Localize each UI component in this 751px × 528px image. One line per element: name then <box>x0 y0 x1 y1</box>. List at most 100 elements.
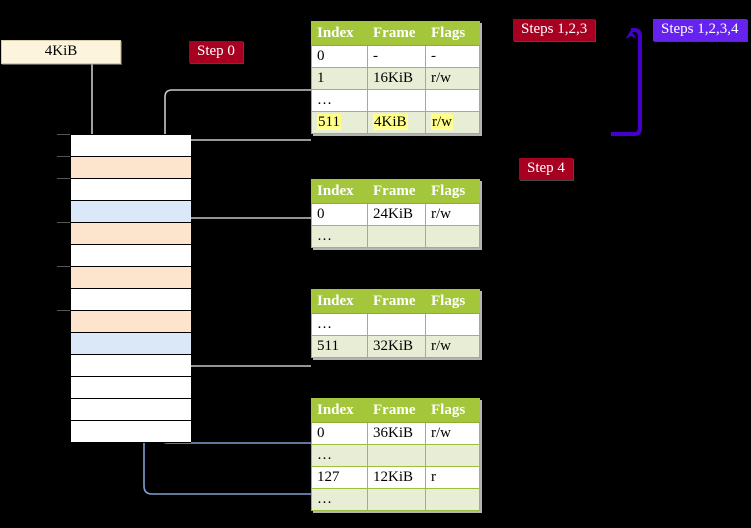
table-cell-index: … <box>311 225 368 248</box>
table-cell-frame <box>367 488 426 511</box>
table-row: … <box>311 89 480 112</box>
physical-memory-column <box>70 134 191 443</box>
column-header-frame: Frame <box>367 179 426 204</box>
table-cell-flags <box>425 225 480 248</box>
badge-steps-1234: Steps 1,2,3,4 <box>653 19 747 41</box>
badge-steps-123-label: Steps 1,2,3 <box>521 21 588 37</box>
table-cell-flags <box>425 488 480 511</box>
memory-frame-row <box>71 245 191 267</box>
table-cell-index: … <box>311 488 368 511</box>
memory-scale-tick <box>57 310 70 311</box>
memory-frame-row <box>71 311 191 333</box>
table-cell-frame: 16KiB <box>367 67 426 90</box>
memory-frame-row <box>71 289 191 311</box>
column-header-index: Index <box>311 289 368 314</box>
table-cell-frame: 32KiB <box>367 335 426 358</box>
memory-scale-tick <box>57 156 70 157</box>
table-cell-index: 0 <box>311 45 368 68</box>
table-row: … <box>311 313 480 336</box>
table-cell-flags: - <box>425 45 480 68</box>
badge-step4: Step 4 <box>519 158 573 180</box>
table-row: … <box>311 225 480 248</box>
table-cell-frame: 12KiB <box>367 466 426 489</box>
table-cell-flags: r/w <box>425 203 480 226</box>
table-row: 0-- <box>311 45 480 68</box>
badge-steps-123: Steps 1,2,3 <box>513 19 596 41</box>
table-cell-index: … <box>311 313 368 336</box>
arrow-steps-bracket <box>611 28 642 136</box>
size-box-label: 4KiB <box>44 43 78 59</box>
badge-step0: Step 0 <box>189 41 243 63</box>
table-row: … <box>311 488 480 511</box>
memory-frame-row <box>71 333 191 355</box>
table-cell-index: 0 <box>311 422 368 445</box>
table-cell-frame: 24KiB <box>367 203 426 226</box>
table-cell-frame <box>367 313 426 336</box>
table-cell-index: … <box>311 444 368 467</box>
column-header-frame: Frame <box>367 21 426 46</box>
column-header-flags: Flags <box>425 179 480 204</box>
table-cell-index: 0 <box>311 203 368 226</box>
table-cell-flags: r/w <box>425 111 480 134</box>
table-cell-flags <box>425 313 480 336</box>
column-header-index: Index <box>311 179 368 204</box>
table-cell-index: 1 <box>311 67 368 90</box>
table-cell-frame <box>367 89 426 112</box>
memory-frame-row <box>71 223 191 245</box>
memory-scale-tick <box>57 134 70 135</box>
table-cell-flags <box>425 89 480 112</box>
badge-step0-label: Step 0 <box>197 43 235 59</box>
memory-scale-tick <box>57 178 70 179</box>
highlighted-value: 4KiB <box>373 114 408 130</box>
size-box-4kib: 4KiB <box>1 40 121 64</box>
table-cell-frame: 36KiB <box>367 422 426 445</box>
table-cell-flags: r/w <box>425 335 480 358</box>
column-header-index: Index <box>311 21 368 46</box>
table-cell-frame <box>367 225 426 248</box>
memory-frame-row <box>71 421 191 443</box>
wire-pd-to-memory <box>172 311 311 367</box>
column-header-flags: Flags <box>425 289 480 314</box>
table-row: 511 4KiB r/w <box>311 111 480 134</box>
badge-step4-label: Step 4 <box>527 160 565 176</box>
memory-scale-tick <box>57 266 70 267</box>
memory-frame-row <box>71 267 191 289</box>
column-header-flags: Flags <box>425 21 480 46</box>
memory-frame-row <box>71 201 191 223</box>
memory-frame-row <box>71 355 191 377</box>
table-row: … <box>311 444 480 467</box>
column-header-frame: Frame <box>367 398 426 423</box>
badge-steps-1234-label: Steps 1,2,3,4 <box>661 21 739 37</box>
table-cell-index: … <box>311 89 368 112</box>
wire-pdpt-to-memory <box>179 217 311 267</box>
table-cell-frame: - <box>367 45 426 68</box>
table-cell-flags: r/w <box>425 422 480 445</box>
memory-scale-tick <box>57 222 70 223</box>
table-cell-index: 511 <box>311 335 368 358</box>
memory-frame-row <box>71 157 191 179</box>
column-header-index: Index <box>311 398 368 423</box>
table-cell-index: 511 <box>311 111 368 134</box>
table-cell-frame: 4KiB <box>367 111 426 134</box>
table-cell-flags: r/w <box>425 67 480 90</box>
table-cell-flags <box>425 444 480 467</box>
highlighted-value: 511 <box>317 114 341 130</box>
memory-frame-row <box>71 377 191 399</box>
table-cell-frame <box>367 444 426 467</box>
memory-frame-row <box>71 135 191 157</box>
memory-frame-row <box>71 179 191 201</box>
